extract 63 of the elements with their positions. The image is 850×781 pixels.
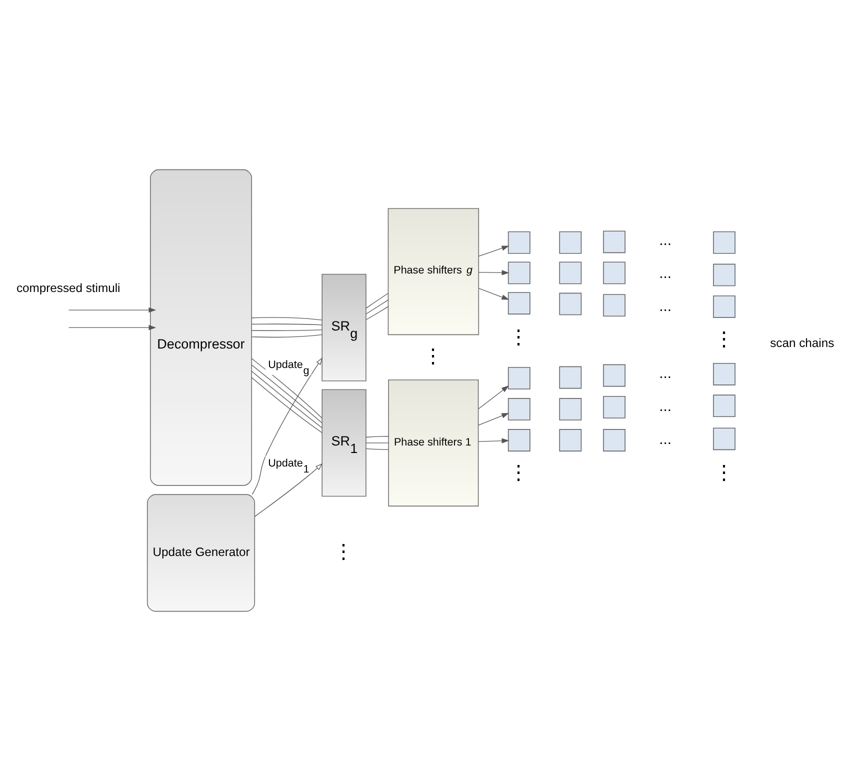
label: ... (659, 299, 672, 316)
node-box (603, 396, 626, 418)
node-box (559, 366, 582, 389)
node-box (713, 362, 736, 386)
connector (366, 300, 388, 314)
connector (366, 306, 388, 320)
node-box (603, 364, 626, 387)
node-box (508, 366, 530, 390)
arrow (478, 386, 509, 410)
label: ... (659, 432, 672, 448)
node-box (559, 398, 582, 420)
connector (251, 324, 322, 326)
node-box (559, 262, 582, 284)
arrow (254, 463, 323, 517)
connector (366, 448, 389, 450)
node-box (713, 428, 736, 450)
node-box: Update Generator (146, 494, 256, 612)
connector (251, 377, 322, 434)
node-box (713, 231, 736, 254)
label: ... (659, 266, 672, 282)
connector (366, 293, 388, 309)
connector (366, 436, 389, 438)
arrow (478, 288, 510, 300)
label: ⋮ (714, 462, 734, 484)
label: ⋮ (508, 462, 529, 484)
arrow (68, 324, 156, 330)
connector (251, 334, 322, 338)
label: ⋮ (508, 326, 529, 348)
node-box (508, 398, 530, 420)
label: scan chains (770, 336, 834, 350)
connector (251, 330, 322, 331)
label: ... (659, 232, 672, 249)
arrow (478, 246, 510, 257)
arrow (478, 270, 510, 276)
node-box (603, 262, 626, 284)
connector (251, 317, 322, 320)
node-box (508, 292, 530, 314)
label: ⋮ (714, 328, 734, 350)
arrow (68, 307, 156, 313)
arrow (478, 438, 510, 444)
node-box (508, 231, 530, 254)
node-box (559, 292, 582, 316)
label: ... (659, 398, 672, 415)
node-box (713, 394, 736, 418)
node-box (713, 264, 736, 286)
node-box: Phase shifters 1 (388, 379, 479, 506)
node-box (713, 295, 736, 318)
node-box (508, 429, 530, 452)
node-box (603, 429, 626, 452)
node-box: Phase shifters g (388, 208, 480, 336)
label: ⋮ (422, 345, 443, 368)
connector (251, 364, 322, 424)
connector (251, 370, 322, 428)
connector (366, 442, 389, 444)
node-box (603, 230, 626, 254)
node-box (508, 262, 530, 284)
arrow (478, 412, 510, 426)
label: ⋮ (334, 541, 354, 563)
node-box (559, 429, 582, 452)
node-box (559, 231, 582, 254)
node-box (603, 294, 626, 317)
label: ... (659, 366, 672, 382)
label: compressed stimuli (16, 281, 120, 296)
